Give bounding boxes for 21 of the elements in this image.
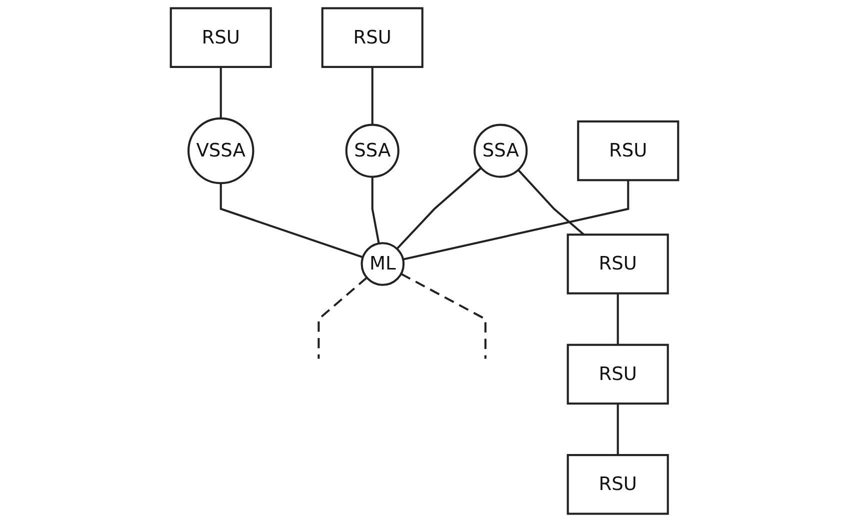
connector: [220, 66, 222, 118]
connector: [400, 272, 486, 359]
node-circle: SSA: [474, 124, 528, 178]
connector: [371, 66, 374, 125]
node-box: RSU: [321, 7, 424, 68]
connector: [402, 180, 630, 260]
connector: [396, 167, 482, 250]
node-circle: SSA: [345, 124, 400, 178]
node-box: RSU: [566, 344, 669, 405]
connector: [318, 276, 368, 359]
connector: [517, 169, 585, 236]
node-box: RSU: [566, 234, 669, 294]
node-box: RSU: [566, 454, 669, 515]
connector: [616, 293, 619, 345]
connector: [371, 176, 380, 244]
node-circle: VSSA: [187, 117, 254, 184]
connector: [220, 183, 364, 258]
node-box: RSU: [170, 7, 272, 68]
node-circle: ML: [360, 242, 405, 286]
node-box: RSU: [577, 120, 680, 182]
connector: [616, 404, 619, 456]
